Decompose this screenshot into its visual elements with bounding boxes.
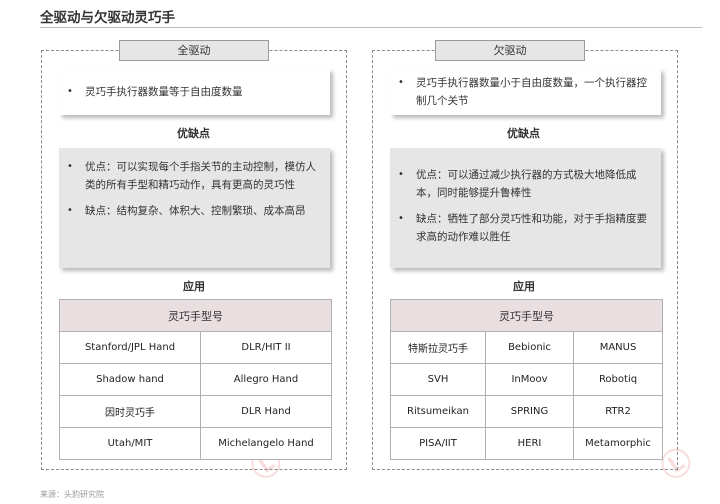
under-drive-application-label: 应用 [513,280,535,293]
table-row: Ritsumeikan SPRING RTR2 [390,395,664,428]
full-drive-pros-cons-card: 优点：可以实现每个手指关节的主动控制，模仿人类的所有手型和精巧动作，具有更高的灵… [59,148,330,268]
full-drive-definition: 灵巧手执行器数量等于自由度数量 [59,83,330,101]
table-cell: Michelangelo Hand [200,427,332,460]
full-drive-application-label: 应用 [183,280,205,293]
under-drive-definition-card: 灵巧手执行器数量小于自由度数量，一个执行器控制几个关节 [390,69,661,115]
table-cell: 特斯拉灵巧手 [390,331,486,364]
full-drive-model-table: 灵巧手型号 Stanford/JPL Hand DLR/HIT II Shado… [59,299,332,460]
table-cell: DLR/HIT II [200,331,332,364]
title-divider [40,27,702,28]
table-cell: Stanford/JPL Hand [59,331,201,364]
under-drive-pros: 优点：可以通过减少执行器的方式极大地降低成本，同时能够提升鲁棒性 [390,166,653,202]
table-cell: Metamorphic [572,427,664,460]
table-row: 因时灵巧手 DLR Hand [59,395,332,428]
table-cell: SPRING [485,395,574,428]
table-row: SVH InMoov Robotiq [390,363,664,396]
full-drive-definition-card: 灵巧手执行器数量等于自由度数量 [59,69,330,115]
table-cell: PISA/IIT [390,427,486,460]
table-header-cell: 灵巧手型号 [59,299,332,332]
under-drive-pros-cons-label: 优缺点 [507,127,540,140]
table-cell: SVH [390,363,486,396]
table-cell: MANUS [572,331,664,364]
under-drive-definition: 灵巧手执行器数量小于自由度数量，一个执行器控制几个关节 [390,74,653,110]
table-cell: DLR Hand [200,395,332,428]
under-drive-tab: 欠驱动 [435,40,585,61]
under-drive-model-table: 灵巧手型号 特斯拉灵巧手 Bebionic MANUS SVH InMoov R… [389,299,664,460]
under-drive-cons: 缺点：牺牲了部分灵巧性和功能，对于手指精度要求高的动作难以胜任 [390,210,653,246]
table-cell: Bebionic [485,331,574,364]
table-row: Shadow hand Allegro Hand [59,363,332,396]
table-row: 特斯拉灵巧手 Bebionic MANUS [390,331,664,364]
table-cell: 因时灵巧手 [59,395,201,428]
table-header-row: 灵巧手型号 [389,299,664,332]
full-drive-pros-cons-label: 优缺点 [177,127,210,140]
table-row: Stanford/JPL Hand DLR/HIT II [59,331,332,364]
table-cell: HERI [485,427,574,460]
table-cell: RTR2 [572,395,664,428]
page-title: 全驱动与欠驱动灵巧手 [40,10,175,26]
table-cell: Shadow hand [59,363,201,396]
table-cell: Allegro Hand [200,363,332,396]
under-drive-pros-cons-card: 优点：可以通过减少执行器的方式极大地降低成本，同时能够提升鲁棒性 缺点：牺牲了部… [390,148,661,268]
full-drive-pros: 优点：可以实现每个手指关节的主动控制，模仿人类的所有手型和精巧动作，具有更高的灵… [59,158,322,194]
table-header-cell: 灵巧手型号 [389,299,664,332]
source-note: 来源：头豹研究院 [40,490,104,499]
full-drive-tab: 全驱动 [119,40,269,61]
table-cell: Ritsumeikan [390,395,486,428]
table-row: Utah/MIT Michelangelo Hand [59,427,332,460]
table-cell: Utah/MIT [59,427,201,460]
table-header-row: 灵巧手型号 [59,299,332,332]
full-drive-cons: 缺点：结构复杂、体积大、控制繁琐、成本高昂 [59,202,322,220]
table-cell: InMoov [485,363,574,396]
table-row: PISA/IIT HERI Metamorphic [390,427,664,460]
table-cell: Robotiq [572,363,664,396]
